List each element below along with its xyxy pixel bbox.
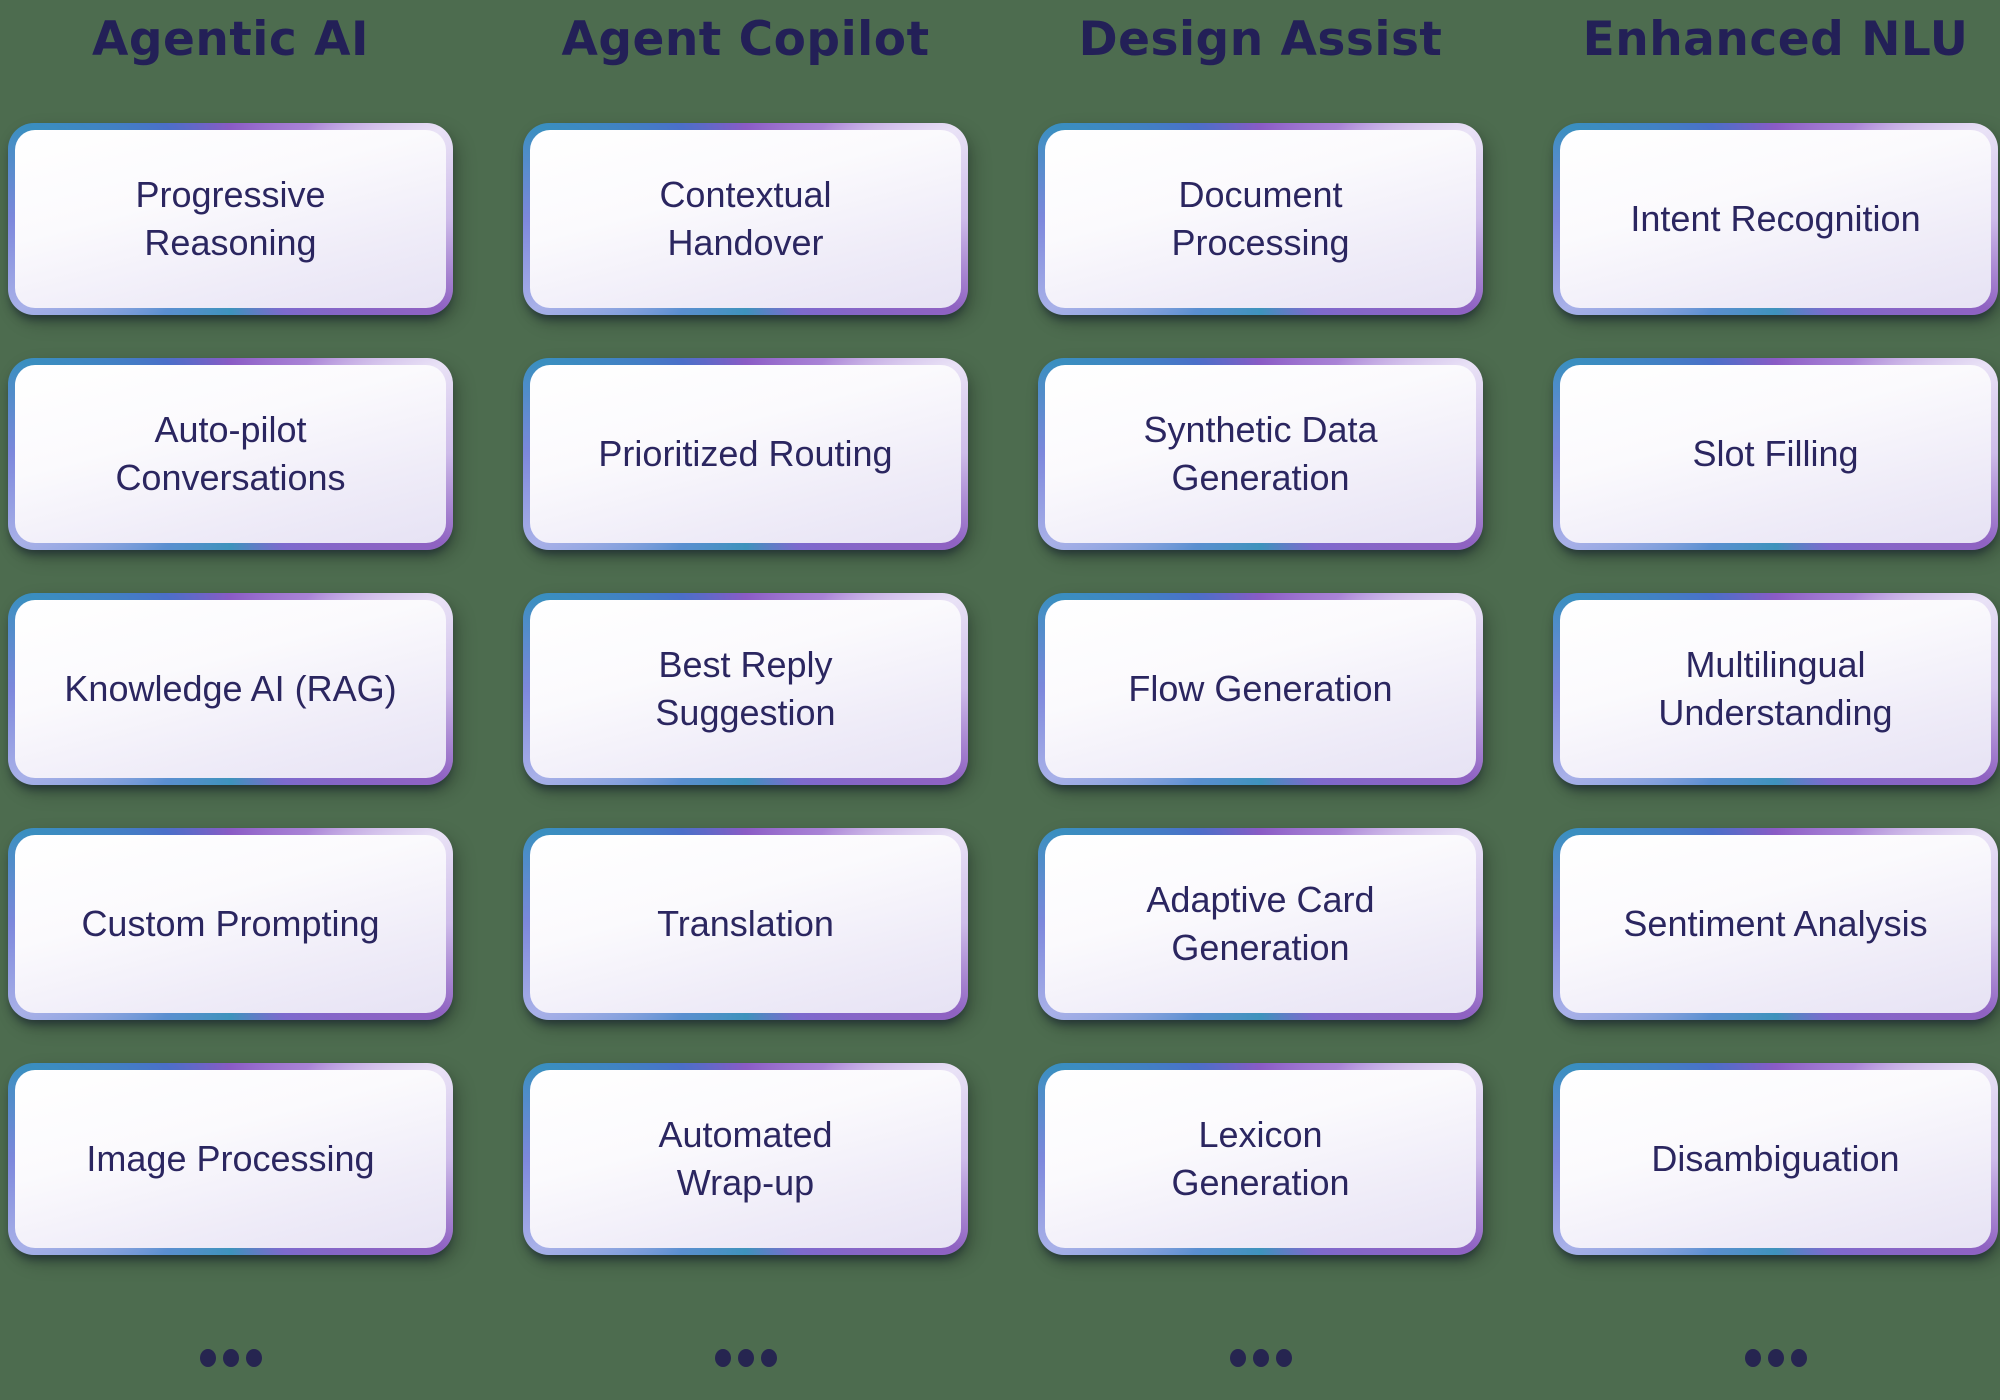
feature-card: Sentiment Analysis [1553,828,1998,1020]
column-title: Agent Copilot [561,12,930,67]
feature-card-label: Disambiguation [1651,1138,1900,1180]
feature-card-label: Automated Wrap-up [658,1114,833,1203]
column-title: Design Assist [1078,12,1443,67]
feature-card-label: Document Processing [1171,174,1350,263]
feature-card: Adaptive Card Generation [1038,828,1483,1020]
feature-card: Automated Wrap-up [523,1063,968,1255]
feature-card-label: Translation [657,903,834,945]
column-design-assist: Design Assist Document Processing Synthe… [1038,6,1483,1400]
feature-card: Flow Generation [1038,593,1483,785]
feature-card: Progressive Reasoning [8,123,453,315]
feature-card: Contextual Handover [523,123,968,315]
feature-card: Image Processing [8,1063,453,1255]
feature-card: Slot Filling [1553,358,1998,550]
feature-card: Synthetic Data Generation [1038,358,1483,550]
feature-card: Disambiguation [1553,1063,1998,1255]
feature-card-label: Multilingual Understanding [1658,644,1893,733]
feature-card-label: Lexicon Generation [1171,1114,1350,1203]
feature-card-label: Image Processing [86,1138,375,1180]
feature-card: Translation [523,828,968,1020]
feature-card-label: Progressive Reasoning [135,174,326,263]
feature-card-label: Intent Recognition [1630,198,1921,240]
feature-card-label: Slot Filling [1692,433,1859,475]
column-agentic-ai: Agentic AI Progressive Reasoning Auto-pi… [8,6,453,1400]
feature-card-label: Custom Prompting [81,903,380,945]
column-enhanced-nlu: Enhanced NLU Intent Recognition Slot Fil… [1553,6,1998,1400]
feature-card-label: Prioritized Routing [598,433,893,475]
column-title: Agentic AI [91,12,370,67]
feature-card-label: Synthetic Data Generation [1143,409,1378,498]
feature-card-label: Contextual Handover [659,174,832,263]
feature-card: Intent Recognition [1553,123,1998,315]
column-agent-copilot: Agent Copilot Contextual Handover Priori… [523,6,968,1400]
feature-card: Best Reply Suggestion [523,593,968,785]
feature-card: Prioritized Routing [523,358,968,550]
feature-card-label: Flow Generation [1128,668,1393,710]
feature-card: Knowledge AI (RAG) [8,593,453,785]
feature-card-label: Sentiment Analysis [1623,903,1928,945]
feature-card-label: Auto-pilot Conversations [115,409,346,498]
feature-card-label: Adaptive Card Generation [1146,879,1375,968]
feature-card-label: Best Reply Suggestion [655,644,836,733]
more-dots-icon [199,1349,262,1367]
feature-card: Document Processing [1038,123,1483,315]
feature-card: Auto-pilot Conversations [8,358,453,550]
more-dots-icon [714,1349,777,1367]
column-title: Enhanced NLU [1582,12,1969,67]
feature-card: Custom Prompting [8,828,453,1020]
feature-card-label: Knowledge AI (RAG) [64,668,397,710]
more-dots-icon [1744,1349,1807,1367]
feature-card: Multilingual Understanding [1553,593,1998,785]
feature-card: Lexicon Generation [1038,1063,1483,1255]
more-dots-icon [1229,1349,1292,1367]
